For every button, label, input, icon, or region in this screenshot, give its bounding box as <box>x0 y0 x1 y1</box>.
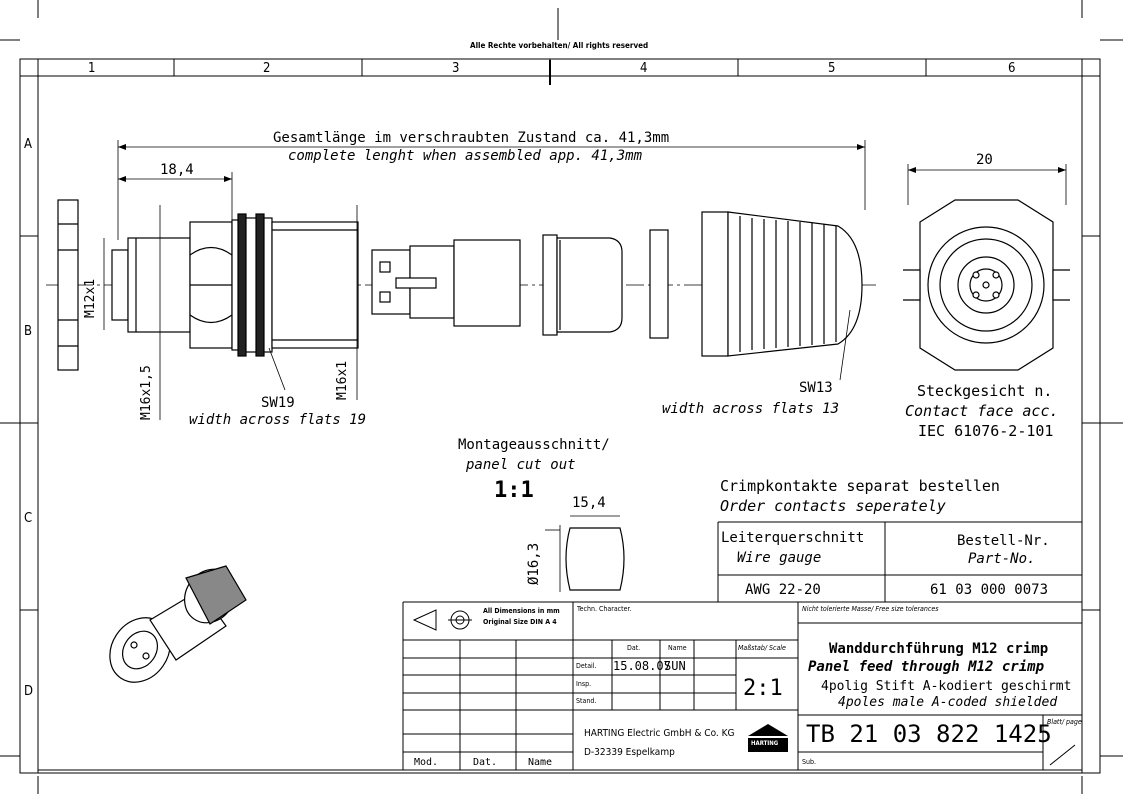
dimension-lines <box>103 140 1067 592</box>
seal-insert <box>649 229 669 339</box>
contact-face-view <box>903 199 1070 371</box>
dat-header: Dat. <box>627 644 641 652</box>
dat-label: Dat. <box>473 757 498 768</box>
connector-isometric <box>109 565 247 683</box>
cutout-title-en: panel cut out <box>466 457 576 473</box>
insp-label: Insp. <box>576 680 592 688</box>
subtitle-en: 4poles male A-coded shielded <box>838 695 1058 710</box>
row-label-b: B <box>24 324 33 339</box>
detail-name: SUN <box>664 659 686 673</box>
order-note-en: Order contacts seperately <box>720 497 946 515</box>
company-address: D-32339 Espelkamp <box>584 747 675 758</box>
label-sw13: SW13 <box>799 380 833 396</box>
order-col2-en: Part-No. <box>968 551 1036 567</box>
dim-18-4: 18,4 <box>160 162 194 178</box>
dims-note-1: All Dimensions in mm <box>483 607 560 615</box>
cutout-title-de: Montageausschnitt/ <box>458 437 610 453</box>
row-label-d: D <box>24 684 34 699</box>
detail-label: Detail. <box>576 662 597 670</box>
title-de: Wanddurchführung M12 crimp <box>829 641 1049 657</box>
dimension-arrows <box>118 144 1066 182</box>
sub-label: Sub. <box>802 758 816 766</box>
detail-date: 15.08.07 <box>613 659 671 673</box>
dims-note-2: Original Size DIN A 4 <box>483 618 557 626</box>
face-std: IEC 61076-2-101 <box>918 422 1054 440</box>
scale-header: Maßstab/ Scale <box>738 644 786 652</box>
order-col1-en: Wire gauge <box>737 550 822 566</box>
o-ring <box>255 213 265 357</box>
face-de: Steckgesicht n. <box>917 382 1053 400</box>
order-part-number: 61 03 000 0073 <box>930 582 1049 598</box>
order-note-de: Crimpkontakte separat bestellen <box>720 477 1000 495</box>
label-sw19-en: width across flats 19 <box>189 412 367 428</box>
scale-value: 2:1 <box>743 676 783 701</box>
cable-gland-nut <box>701 211 863 357</box>
overall-length-de: Gesamtlänge im verschraubten Zustand ca.… <box>273 130 670 146</box>
mod-label: Mod. <box>414 757 439 768</box>
dim-m16x1-5: M16x1,5 <box>139 365 154 420</box>
label-sw19: SW19 <box>261 395 295 411</box>
order-col1-de: Leiterquerschnitt <box>721 530 865 546</box>
cutout-scale: 1:1 <box>494 478 534 503</box>
o-ring <box>237 213 247 357</box>
cutout-width: 15,4 <box>572 495 606 511</box>
title-en: Panel feed through M12 crimp <box>808 659 1045 675</box>
subtitle-de: 4polig Stift A-kodiert geschirmt <box>821 679 1072 694</box>
outer-frame <box>19 58 1101 774</box>
dim-20: 20 <box>976 152 993 168</box>
panel-cutout-shape <box>565 527 625 591</box>
dim-m16x1: M16x1 <box>335 360 350 400</box>
projection-symbol <box>412 609 472 631</box>
column-label-3: 3 <box>452 61 460 76</box>
column-label-1: 1 <box>88 61 96 76</box>
techn-label: Techn. Character. <box>577 605 632 613</box>
cutout-diameter: Ø16,3 <box>526 542 542 585</box>
face-en: Contact face acc. <box>905 402 1059 420</box>
row-label-c: C <box>24 511 33 526</box>
connector-exploded-view <box>57 199 1070 371</box>
label-sw13-en: width across flats 13 <box>662 401 840 417</box>
name-label: Name <box>528 757 553 768</box>
tolerance-note: Nicht tolerierte Masse/ Free size tolera… <box>802 605 939 613</box>
stand-label: Stand. <box>576 697 597 705</box>
drawing-number: TB 21 03 822 1425 <box>806 720 1052 748</box>
title-block-grid <box>402 521 1082 770</box>
column-label-2: 2 <box>263 61 271 76</box>
order-col2-de: Bestell-Nr. <box>957 533 1050 549</box>
contact-insert <box>371 239 521 327</box>
column-label-4: 4 <box>640 61 648 76</box>
order-gauge: AWG 22-20 <box>745 582 821 598</box>
column-label-5: 5 <box>828 61 836 76</box>
harting-logo <box>748 724 788 752</box>
sheet-label: Blatt/ page <box>1047 718 1082 726</box>
copyright-note: Alle Rechte vorbehalten/ All rights rese… <box>470 41 649 50</box>
clamp-cage <box>542 234 623 336</box>
row-label-a: A <box>24 137 32 152</box>
overall-length-en: complete lenght when assembled app. 41,3… <box>288 148 643 164</box>
housing-front <box>127 237 191 333</box>
logo-text: HARTING <box>751 740 779 747</box>
housing-rear <box>271 221 359 349</box>
column-label-6: 6 <box>1008 61 1016 76</box>
company-name: HARTING Electric GmbH & Co. KG <box>584 728 735 739</box>
name-header: Name <box>668 644 687 652</box>
dim-m12x1: M12x1 <box>83 278 98 318</box>
hex-nut <box>57 199 79 371</box>
